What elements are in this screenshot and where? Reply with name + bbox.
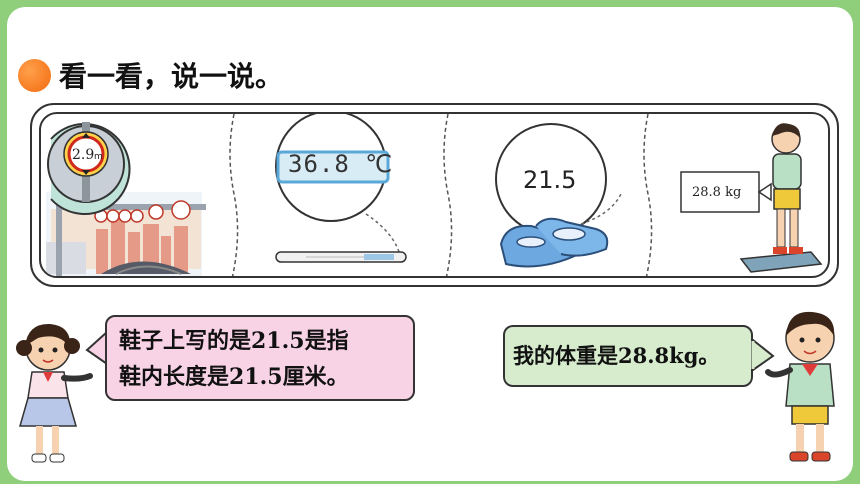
picture-strip: 2.9 m 36.8 ℃ <box>30 103 839 287</box>
boy-character-illustration <box>765 311 835 462</box>
boy-speech-text: 我的体重是28.8kg。 <box>513 343 720 368</box>
panel-divider <box>443 114 453 276</box>
panel-height-limit: 2.9 m <box>41 114 226 276</box>
girl-character-illustration <box>16 323 93 463</box>
panel-scale: 28.8 kg <box>661 114 828 276</box>
thermometer-reading: 36.8 ℃ <box>288 150 394 178</box>
panel-divider <box>643 114 653 276</box>
girl-speech-line-2: 鞋内长度是21.5厘米。 <box>119 364 349 390</box>
orange-bullet-icon <box>18 58 51 92</box>
panel-thermometer: 36.8 ℃ <box>246 114 446 276</box>
height-limit-unit: m <box>94 152 103 162</box>
heading-text: 看一看，说一说。 <box>59 60 284 93</box>
city-scene-illustration <box>46 122 206 276</box>
section-heading: 看一看，说一说。 <box>18 55 283 95</box>
shoe-illustration <box>495 123 622 268</box>
boy-bubble-tail <box>751 338 775 372</box>
panel-shoe: 21.5 <box>461 114 646 276</box>
thermometer-illustration <box>275 114 407 263</box>
panel-divider <box>229 114 239 276</box>
girl-speech-line-1: 鞋子上写的是21.5是指 <box>119 328 349 354</box>
height-limit-value: 2.9 <box>72 147 95 163</box>
scale-reading: 28.8 kg <box>692 185 742 200</box>
shoe-size: 21.5 <box>523 166 577 194</box>
boy-speech-bubble: 我的体重是28.8kg。 <box>503 325 753 387</box>
scale-illustration <box>680 123 823 273</box>
picture-strip-inner: 2.9 m 36.8 ℃ <box>39 112 830 278</box>
girl-speech-bubble: 鞋子上写的是21.5是指 鞋内长度是21.5厘米。 <box>105 315 415 401</box>
